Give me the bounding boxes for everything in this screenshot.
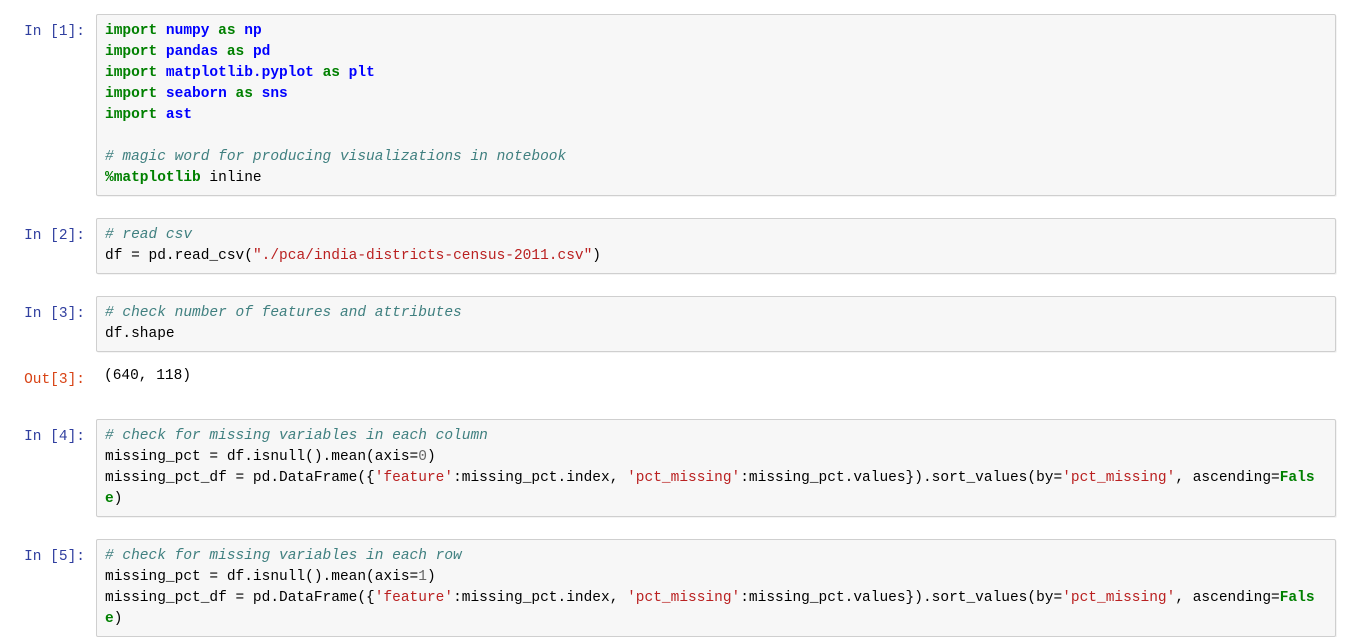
code-token-keyword: as <box>226 44 245 60</box>
code-token-plain: ) <box>592 248 601 264</box>
code-token-alias: pd <box>252 44 271 60</box>
code-token-alias: sns <box>261 86 288 102</box>
code-token-builtin: False <box>105 470 1315 507</box>
code-token-plain: :missing_pct.index, <box>453 590 628 606</box>
code-token-plain: missing_pct_df = pd.DataFrame({ <box>105 470 375 486</box>
code-token-keyword: as <box>235 86 253 102</box>
code-input-area[interactable]: # read csv df = pd.read_csv("./pca/india… <box>96 218 1336 274</box>
code-token-keyword: import <box>105 86 158 102</box>
code-token-module: seaborn <box>165 86 227 102</box>
code-token-magic: %matplotlib <box>105 170 201 186</box>
code-input-area[interactable]: import numpy as np import pandas as pd i… <box>96 14 1336 196</box>
code-token-keyword: import <box>105 23 158 39</box>
code-token-builtin: False <box>105 590 1315 627</box>
code-source[interactable]: import numpy as np import pandas as pd i… <box>105 21 1327 189</box>
input-prompt-label: In [2]: <box>24 228 85 244</box>
code-token-string: 'feature' <box>374 590 454 606</box>
code-token-number: 1 <box>418 569 427 585</box>
code-token-plain: missing_pct_df = pd.DataFrame({ <box>105 590 375 606</box>
code-token-alias: plt <box>348 65 375 81</box>
notebook-cell[interactable]: In [2]: # read csv df = pd.read_csv("./p… <box>0 218 1358 274</box>
code-token-string: 'pct_missing' <box>1062 470 1176 486</box>
code-token-module: pandas <box>165 44 219 60</box>
code-token-plain: :missing_pct.index, <box>453 470 628 486</box>
code-token-keyword: import <box>105 107 158 123</box>
input-prompt-label: In [3]: <box>24 306 85 322</box>
notebook-cell[interactable]: In [4]: # check for missing variables in… <box>0 419 1358 517</box>
code-token-plain: df.shape <box>105 326 175 342</box>
code-token-keyword: import <box>105 44 158 60</box>
code-token-plain: , ascending= <box>1175 590 1280 606</box>
code-token-plain: ) <box>426 449 436 465</box>
code-token-comment: # magic word for producing visualization… <box>105 149 567 165</box>
notebook-cell-output: Out[3]: (640, 118) <box>0 362 1358 391</box>
code-token-keyword: as <box>218 23 236 39</box>
code-token-module: matplotlib.pyplot <box>165 65 314 81</box>
code-input-area[interactable]: # check for missing variables in each co… <box>96 419 1336 517</box>
notebook-cell[interactable]: In [5]: # check for missing variables in… <box>0 539 1358 637</box>
code-source[interactable]: # read csv df = pd.read_csv("./pca/india… <box>105 225 1327 267</box>
code-source[interactable]: # check for missing variables in each co… <box>105 426 1327 510</box>
output-result-area: (640, 118) <box>96 362 1336 389</box>
code-token-module: numpy <box>165 23 210 39</box>
code-input-area[interactable]: # check for missing variables in each ro… <box>96 539 1336 637</box>
code-token-string: 'pct_missing' <box>627 590 741 606</box>
code-token-comment: # check number of features and attribute… <box>105 305 462 321</box>
code-token-comment: # check for missing variables in each co… <box>105 428 488 444</box>
code-input-area[interactable]: # check number of features and attribute… <box>96 296 1336 352</box>
code-source[interactable]: # check number of features and attribute… <box>105 303 1327 345</box>
notebook-cell[interactable]: In [1]: import numpy as np import pandas… <box>0 14 1358 196</box>
code-token-plain: :missing_pct.values}).sort_values(by= <box>740 590 1063 606</box>
code-token-plain: ) <box>426 569 436 585</box>
code-token-number: 0 <box>418 449 427 465</box>
code-token-plain: df = pd.read_csv( <box>105 248 253 264</box>
input-prompt-label: In [4]: <box>24 429 85 445</box>
output-text: (640, 118) <box>104 368 192 384</box>
code-token-keyword: import <box>105 65 158 81</box>
code-token-plain: ) <box>113 491 123 507</box>
input-prompt-label: In [5]: <box>24 549 85 565</box>
code-token-module: ast <box>165 107 193 123</box>
code-token-plain: inline <box>209 170 262 186</box>
code-token-plain: ) <box>113 611 123 627</box>
code-token-plain: missing_pct = df.isnull().mean(axis= <box>105 449 419 465</box>
code-token-comment: # check for missing variables in each ro… <box>105 548 462 564</box>
code-token-plain: missing_pct = df.isnull().mean(axis= <box>105 569 419 585</box>
code-token-string: 'pct_missing' <box>627 470 741 486</box>
input-prompt-label: In [1]: <box>24 24 85 40</box>
code-token-comment: # read csv <box>105 227 193 243</box>
code-token-alias: np <box>244 23 262 39</box>
code-token-string: 'feature' <box>374 470 454 486</box>
code-token-keyword: as <box>322 65 340 81</box>
notebook-cell[interactable]: In [3]: # check number of features and a… <box>0 296 1358 352</box>
code-source[interactable]: # check for missing variables in each ro… <box>105 546 1327 630</box>
code-token-plain: , ascending= <box>1175 470 1280 486</box>
output-prompt-label: Out[3]: <box>24 372 85 388</box>
code-token-string: "./pca/india-districts-census-2011.csv" <box>252 248 593 264</box>
code-token-string: 'pct_missing' <box>1062 590 1176 606</box>
code-token-plain: :missing_pct.values}).sort_values(by= <box>740 470 1063 486</box>
